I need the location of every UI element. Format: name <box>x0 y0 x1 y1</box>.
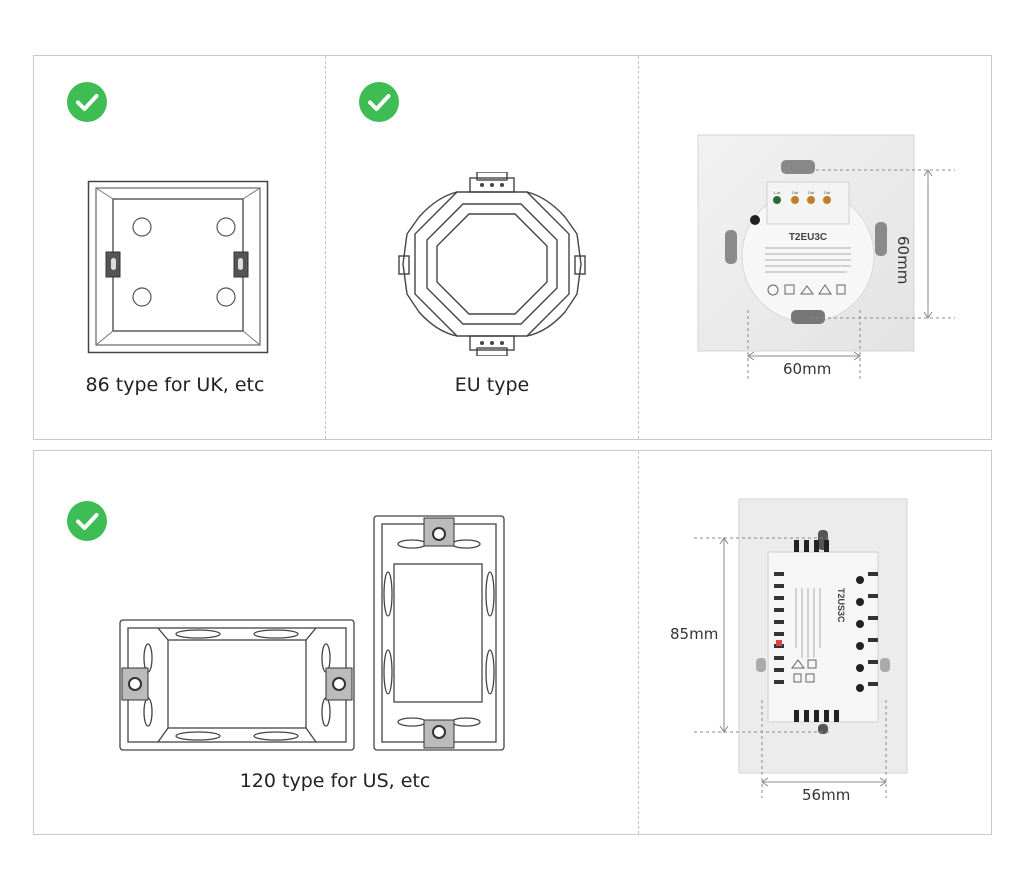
us-box-caption: 120 type for US, etc <box>239 770 431 792</box>
terminal-label: Out <box>792 190 799 195</box>
top-divider-2 <box>638 56 639 439</box>
bottom-divider <box>638 451 639 834</box>
us-model-label: T2US3C <box>836 588 846 623</box>
check-circle-icon <box>359 82 399 122</box>
us-height-label: 85mm <box>670 625 719 643</box>
us-120-box-horizontal-illustration <box>119 619 355 751</box>
us-width-label: 56mm <box>802 786 851 804</box>
terminal-label: Out <box>808 190 815 195</box>
eu-model-label: T2EU3C <box>789 232 827 243</box>
us-switch-back-photo: T2US3C <box>738 498 908 774</box>
us-120-box-vertical-illustration <box>373 515 505 751</box>
eu-height-label: 60mm <box>894 236 912 285</box>
eu-switch-back-photo: L-in Out Out Out T2EU3C <box>697 134 915 352</box>
terminal-label: Out <box>824 190 831 195</box>
eu-ring-illustration <box>398 172 586 356</box>
eu-width-label: 60mm <box>783 360 832 378</box>
check-circle-icon <box>67 82 107 122</box>
eu-dimension-lines <box>747 169 955 380</box>
eu-box-caption: EU type <box>454 374 530 396</box>
check-circle-icon <box>67 501 107 541</box>
terminal-label: L-in <box>774 190 781 195</box>
us-dimension-lines <box>694 537 887 798</box>
top-divider-1 <box>325 56 326 439</box>
uk-box-caption: 86 type for UK, etc <box>85 374 265 396</box>
uk-86-box-illustration <box>87 180 269 354</box>
